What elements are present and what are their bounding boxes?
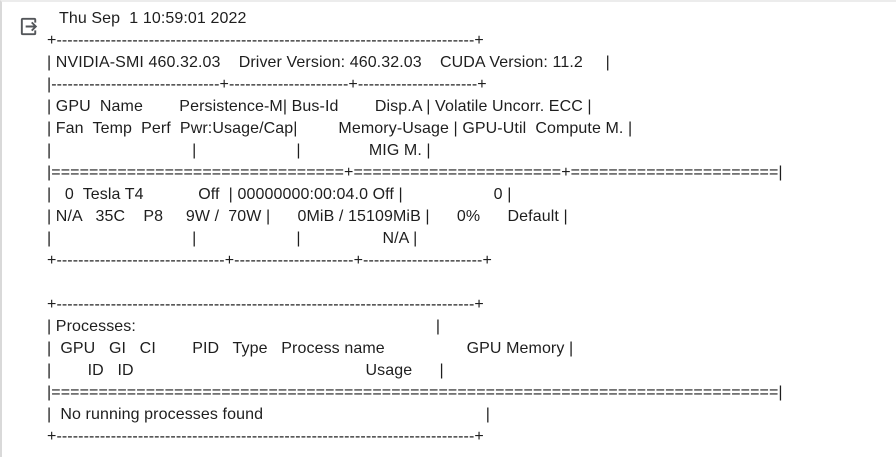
output-line: +---------------------------------------…	[47, 428, 484, 445]
output-line: |=======================================…	[47, 384, 783, 401]
output-line: +---------------------------------------…	[47, 32, 484, 49]
processes-header-line: | GPU GI CI PID Type Process name GPU Me…	[47, 340, 574, 357]
date-line: Thu Sep 1 10:59:01 2022	[59, 10, 247, 27]
output-line: |===============================+=======…	[47, 164, 783, 181]
output-line: |-------------------------------+-------…	[47, 76, 487, 93]
gpu-table-header-line: | Fan Temp Perf Pwr:Usage/Cap| Memory-Us…	[47, 120, 633, 137]
gpu-row-line: | N/A 35C P8 9W / 70W | 0MiB / 15109MiB …	[47, 208, 568, 225]
output-line: +-------------------------------+-------…	[47, 252, 492, 269]
smi-version-line: | NVIDIA-SMI 460.32.03 Driver Version: 4…	[47, 54, 610, 71]
gpu-table-header-line: | | | MIG M. |	[47, 142, 431, 159]
gpu-row-line: | | | N/A |	[47, 230, 418, 247]
terminal-output: Thu Sep 1 10:59:01 2022 +---------------…	[47, 8, 783, 448]
gpu-table-header-line: | GPU Name Persistence-M| Bus-Id Disp.A …	[47, 98, 592, 115]
blank-line	[47, 272, 783, 294]
processes-title-line: | Processes: |	[47, 318, 441, 335]
output-line: +---------------------------------------…	[47, 296, 484, 313]
gpu-row-line: | 0 Tesla T4 Off | 00000000:00:04.0 Off …	[47, 186, 512, 203]
cell-output-icon	[18, 15, 41, 38]
processes-header-line: | ID ID Usage |	[47, 362, 444, 379]
no-processes-line: | No running processes found |	[47, 406, 491, 423]
